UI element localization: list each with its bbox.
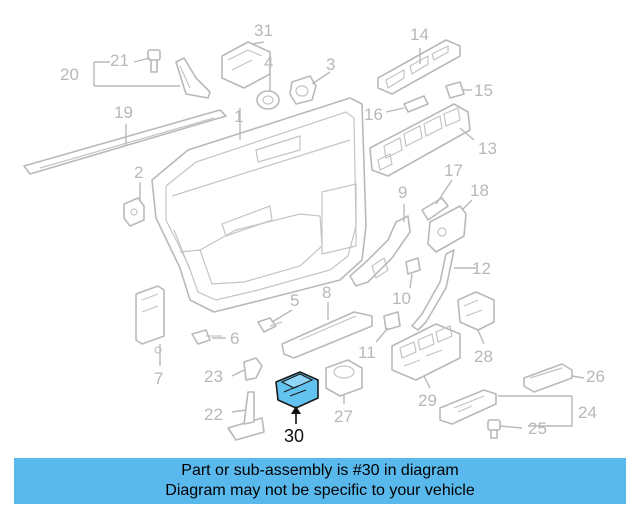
leader-lines <box>93 41 585 429</box>
callout-1: 1 <box>234 107 243 126</box>
part-2-clip[interactable] <box>123 197 145 227</box>
part-24-handle[interactable] <box>439 389 497 425</box>
part-22-bracket[interactable] <box>227 391 265 441</box>
callout-4: 4 <box>264 53 273 72</box>
part-20-mirror-cover[interactable] <box>175 57 211 99</box>
callout-14: 14 <box>410 25 429 44</box>
part-12-pull-strap[interactable] <box>411 249 455 331</box>
part-5-fastener[interactable] <box>257 317 283 333</box>
callout-24: 24 <box>578 403 597 422</box>
callout-5: 5 <box>290 291 299 310</box>
banner-line-1: Part or sub-assembly is #30 in diagram <box>181 462 459 479</box>
part-11-connector[interactable] <box>383 311 401 331</box>
part-29-switch-assembly[interactable] <box>391 323 461 381</box>
callout-28: 28 <box>474 347 493 366</box>
callout-12: 12 <box>472 259 491 278</box>
part-18-handle[interactable] <box>427 205 467 253</box>
callout-13: 13 <box>478 139 497 158</box>
callout-29: 29 <box>418 391 437 410</box>
callout-3: 3 <box>326 55 335 74</box>
part-7-pad[interactable] <box>135 285 165 354</box>
callout-16: 16 <box>364 105 383 124</box>
part-10-clip[interactable] <box>405 257 421 275</box>
callout-25: 25 <box>528 419 547 438</box>
banner-line-2: Diagram may not be specific to your vehi… <box>165 482 475 499</box>
part-27-switch[interactable] <box>325 359 363 397</box>
part-17-bezel[interactable] <box>421 197 449 221</box>
part-9-handle-bezel[interactable] <box>349 215 411 287</box>
callout-8: 8 <box>322 283 331 302</box>
part-15-clip[interactable] <box>445 81 465 99</box>
callout-21: 21 <box>110 51 129 70</box>
part-14-bezel[interactable] <box>377 39 461 95</box>
part-23-clip[interactable] <box>243 357 263 381</box>
part-21-screw[interactable] <box>147 49 161 73</box>
callout-6: 6 <box>230 329 239 348</box>
part-25-screw[interactable] <box>487 419 501 439</box>
part-30-switch-highlighted[interactable] <box>275 371 319 409</box>
part-19-belt-molding[interactable] <box>23 109 227 175</box>
parts-diagram: 1 2 3 4 5 6 7 8 9 10 11 12 13 14 15 16 1… <box>23 21 605 446</box>
callout-15: 15 <box>474 81 493 100</box>
callout-labels: 1 2 3 4 5 6 7 8 9 10 11 12 13 14 15 16 1… <box>60 21 605 446</box>
info-banner: Part or sub-assembly is #30 in diagram D… <box>14 458 626 504</box>
callout-7: 7 <box>154 369 163 388</box>
callout-9: 9 <box>398 183 407 202</box>
callout-11: 11 <box>358 343 376 362</box>
part-8-armrest[interactable] <box>281 311 373 359</box>
part-31-switch[interactable] <box>221 41 271 89</box>
part-4-cap[interactable] <box>256 90 280 110</box>
part-6-clip[interactable] <box>191 329 222 345</box>
callout-27: 27 <box>334 407 353 426</box>
callout-19: 19 <box>114 103 133 122</box>
part-26-bezel[interactable] <box>523 363 573 393</box>
callout-17: 17 <box>444 161 463 180</box>
callout-30: 30 <box>284 426 304 446</box>
callout-31: 31 <box>254 21 273 40</box>
callout-22: 22 <box>204 405 223 424</box>
callout-23: 23 <box>204 367 223 386</box>
part-13-switch-panel[interactable] <box>369 103 471 177</box>
part-3-tweeter[interactable] <box>289 75 317 105</box>
callout-2: 2 <box>134 163 143 182</box>
callout-20: 20 <box>60 65 79 84</box>
callout-26: 26 <box>586 367 605 386</box>
callout-10: 10 <box>392 289 411 308</box>
part-1-door-panel[interactable] <box>151 97 367 313</box>
part-16-switch[interactable] <box>403 95 429 113</box>
part-28-bracket[interactable] <box>457 291 495 331</box>
callout-18: 18 <box>470 181 489 200</box>
